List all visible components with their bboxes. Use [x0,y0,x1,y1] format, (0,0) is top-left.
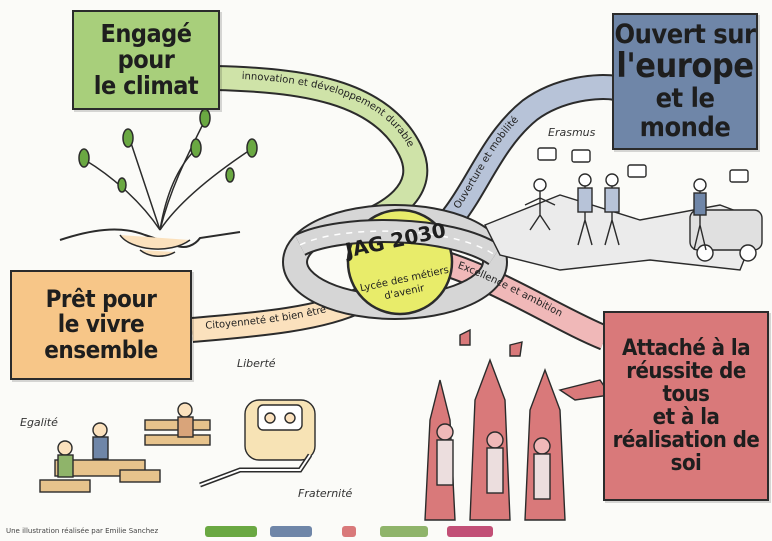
road-europe-text: Ouverture et mobilité [452,114,521,211]
box-europe: Ouvert sur l'europe et le monde [612,13,758,150]
success-crowd-illustration [424,328,612,521]
box-europe-line3: et le monde [639,83,731,143]
box-climat-line2: le climat [93,71,199,101]
label-egalite: Egalité [20,416,58,429]
partner-logo-3 [342,526,356,537]
box-reussite-line2: réussite de tous [626,358,746,407]
label-fraternite: Fraternité [298,487,353,500]
box-climat: Engagé pour le climat [72,10,220,110]
box-ensemble-line2: le vivre ensemble [44,310,158,364]
box-reussite: Attaché à la réussite de tous et à la ré… [603,311,769,501]
label-liberte: Liberté [237,357,276,370]
partner-logo-1 [205,526,257,537]
box-ensemble: Prêt pour le vivre ensemble [10,270,192,380]
travel-scene-illustration [484,147,763,271]
footer-credit: Une illustration réalisée par Emilie San… [6,527,159,535]
box-climat-line1: Engagé pour [100,18,192,74]
box-europe-line2: l'europe [616,46,754,87]
handshake-plant-illustration [59,108,258,257]
box-ensemble-line1: Prêt pour [45,285,157,314]
center-loop [282,204,508,320]
vivre-ensemble-illustration [39,399,316,493]
road-reussite-shape [436,249,610,351]
box-reussite-line1: Attaché à la [621,335,751,361]
partner-logo-5 [447,526,493,537]
label-erasmus: Erasmus [548,126,596,139]
box-reussite-line4: réalisation de soi [612,428,760,477]
box-reussite-line3: et à la [652,405,720,430]
box-europe-line1: Ouvert sur [614,19,756,51]
partner-logo-2 [270,526,312,537]
partner-logo-4 [380,526,428,537]
